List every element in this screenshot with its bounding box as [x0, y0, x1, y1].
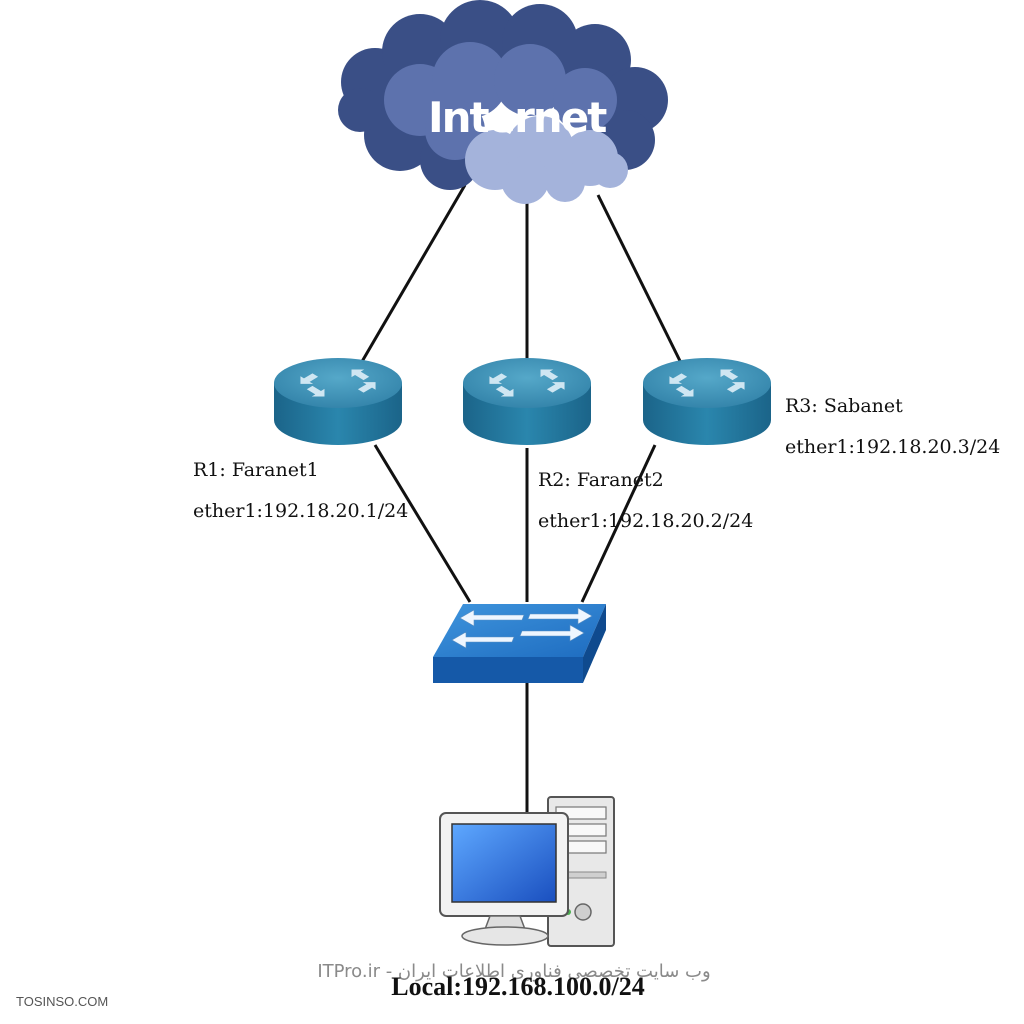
router-r2-name: R2: Faranet2 [538, 469, 664, 491]
itpro-watermark: وب سایت تخصصی فناوری اطلاعات ایران - ITP… [317, 961, 710, 982]
switch-icon [433, 604, 606, 683]
tosinso-watermark: TOSINSO.COM [16, 994, 108, 1009]
link-internet-r3 [596, 194, 684, 366]
router-icon [463, 358, 591, 445]
router-icon [274, 358, 402, 445]
link-r1-switch [373, 444, 472, 603]
router-r2 [463, 358, 591, 445]
link-r3-switch [580, 444, 657, 603]
router-r1 [274, 358, 402, 445]
router-r3 [643, 358, 771, 445]
cloud-label: Internet [428, 93, 607, 142]
link-internet-r1 [358, 184, 467, 366]
links [358, 184, 684, 812]
workstation-icon [439, 796, 615, 947]
router-r3-name: R3: Sabanet [785, 395, 903, 417]
router-r1-interface: ether1:192.18.20.1/24 [193, 500, 408, 522]
router-icon [643, 358, 771, 445]
router-r3-interface: ether1:192.18.20.3/24 [785, 436, 1000, 458]
cloud-icon: Internet [338, 0, 668, 204]
local-network-label: Local:192.168.100.0/24 [391, 972, 645, 1001]
router-r1-name: R1: Faranet1 [193, 459, 319, 481]
router-r2-interface: ether1:192.18.20.2/24 [538, 510, 753, 532]
